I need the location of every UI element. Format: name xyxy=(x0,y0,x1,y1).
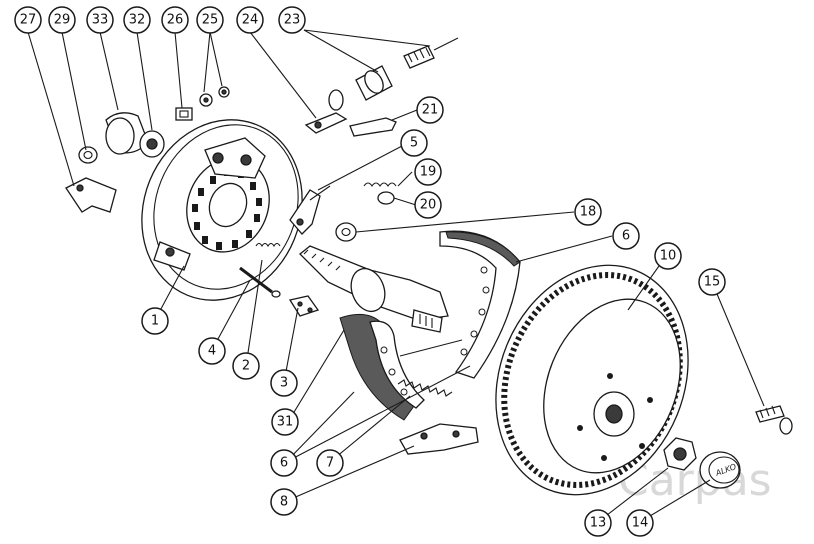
callout-29: 29 xyxy=(48,6,76,34)
svg-text:13: 13 xyxy=(590,516,607,531)
spring-7 xyxy=(397,339,463,397)
adjuster-24 xyxy=(304,89,348,134)
dust-cap-14: ALKO xyxy=(699,451,741,489)
callout-6-lower: 6 xyxy=(270,449,298,477)
brake-drum xyxy=(495,264,689,496)
spring-19 xyxy=(363,182,397,187)
svg-text:19: 19 xyxy=(420,165,437,180)
svg-text:5: 5 xyxy=(410,136,418,151)
svg-text:29: 29 xyxy=(54,13,71,28)
callout-6-upper: 6 xyxy=(612,222,640,250)
svg-text:33: 33 xyxy=(92,13,109,28)
callout-24: 24 xyxy=(236,6,264,34)
svg-text:24: 24 xyxy=(242,13,259,28)
svg-text:3: 3 xyxy=(280,376,288,391)
spring-clip-21 xyxy=(349,117,397,137)
callout-5: 5 xyxy=(400,129,428,157)
pin-20 xyxy=(377,191,395,205)
bushing-18 xyxy=(335,222,357,242)
svg-text:6: 6 xyxy=(280,456,288,471)
callout-25: 25 xyxy=(196,6,224,34)
callout-3: 3 xyxy=(270,369,298,397)
svg-text:4: 4 xyxy=(208,344,216,359)
callout-7: 7 xyxy=(316,449,344,477)
callout-21: 21 xyxy=(416,96,444,124)
svg-text:1: 1 xyxy=(151,314,159,329)
lever-8 xyxy=(399,423,479,455)
svg-text:6: 6 xyxy=(622,229,630,244)
leader-lines xyxy=(27,29,765,523)
adjuster-bolt-23 xyxy=(355,37,459,101)
svg-text:18: 18 xyxy=(580,205,597,220)
bushing-29 xyxy=(78,146,98,164)
svg-text:20: 20 xyxy=(420,198,437,213)
lever-5 xyxy=(289,185,331,235)
callout-13: 13 xyxy=(584,509,612,537)
svg-text:31: 31 xyxy=(277,415,294,430)
svg-text:10: 10 xyxy=(660,249,677,264)
callout-4: 4 xyxy=(198,337,226,365)
brake-shoe-lower-31 xyxy=(339,313,425,421)
svg-text:25: 25 xyxy=(202,13,219,28)
callout-2: 2 xyxy=(232,352,260,380)
svg-text:23: 23 xyxy=(284,13,301,28)
svg-text:27: 27 xyxy=(20,13,37,28)
svg-text:26: 26 xyxy=(167,13,184,28)
axle-nut-13 xyxy=(663,437,697,471)
svg-text:15: 15 xyxy=(704,275,721,290)
wheel-stud-15 xyxy=(755,405,793,435)
clip-26 xyxy=(175,107,193,121)
callout-23: 23 xyxy=(278,6,306,34)
callout-32: 32 xyxy=(123,6,151,34)
bolts-25 xyxy=(199,86,230,107)
svg-text:32: 32 xyxy=(129,13,146,28)
callout-27: 27 xyxy=(14,6,42,34)
callout-18: 18 xyxy=(574,198,602,226)
callout-33: 33 xyxy=(86,6,114,34)
clip-3 xyxy=(288,295,320,317)
callout-26: 26 xyxy=(161,6,189,34)
callout-1: 1 xyxy=(141,307,169,335)
nut-32 xyxy=(139,130,165,158)
callout-8: 8 xyxy=(270,488,298,516)
callout-31: 31 xyxy=(271,408,299,436)
callout-14: 14 xyxy=(626,509,654,537)
svg-text:14: 14 xyxy=(632,516,649,531)
brake-shoe-upper-6 xyxy=(439,230,521,379)
svg-text:2: 2 xyxy=(242,359,250,374)
svg-text:8: 8 xyxy=(280,495,288,510)
callout-15: 15 xyxy=(698,268,726,296)
svg-text:7: 7 xyxy=(326,456,334,471)
callout-20: 20 xyxy=(414,191,442,219)
svg-text:21: 21 xyxy=(422,103,439,118)
callout-19: 19 xyxy=(414,158,442,186)
backing-plate xyxy=(141,119,303,301)
spring-2 xyxy=(255,242,281,248)
cable-pin-4 xyxy=(239,266,281,298)
callout-10: 10 xyxy=(654,242,682,270)
lever-27 xyxy=(65,177,117,213)
rubber-bellows-33 xyxy=(105,112,149,155)
axle-stub xyxy=(299,245,449,333)
